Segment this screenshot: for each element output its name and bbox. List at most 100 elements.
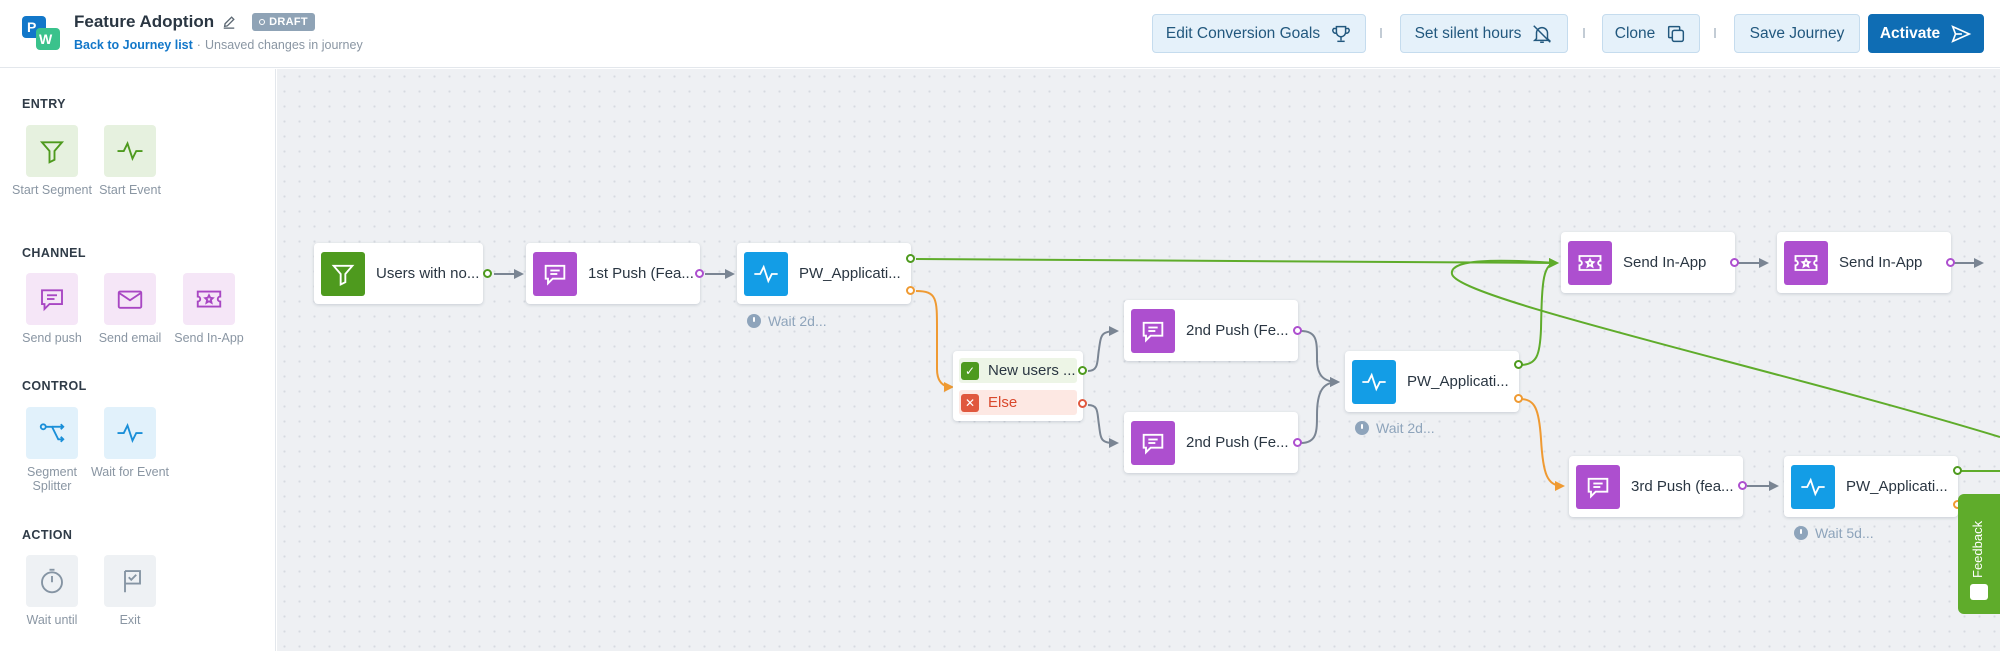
node-push-2b[interactable]: 2nd Push (Fe... [1124, 412, 1298, 473]
node-icon [321, 251, 365, 296]
palette-label: Start Event [99, 183, 161, 197]
node-label: Users with no... [376, 265, 480, 282]
unsaved-status-text: Unsaved changes in journey [204, 38, 363, 52]
output-port[interactable] [483, 269, 492, 278]
node-label: 2nd Push (Fe... [1186, 322, 1289, 339]
pushwoosh-logo: P W [22, 16, 60, 50]
palette-label: Send email [98, 331, 162, 345]
section-control-label: CONTROL [22, 379, 87, 393]
edge-splitter-push2a [1087, 326, 1119, 372]
palette-label: Segment Splitter [26, 465, 78, 493]
output-port-yes[interactable] [1953, 466, 1962, 475]
chat-icon [1142, 321, 1164, 343]
palette-wait-until[interactable]: Wait until [12, 555, 92, 627]
node-wait-event-3[interactable]: PW_Applicati... [1784, 456, 1958, 517]
output-port[interactable] [695, 269, 704, 278]
edge-event1-inapp1 [915, 257, 1559, 268]
output-port[interactable] [1293, 326, 1302, 335]
journey-title[interactable]: Feature Adoption [74, 12, 215, 31]
palette-label: Wait until [26, 613, 78, 627]
exit-flag-icon [124, 570, 141, 593]
header: P W Feature Adoption DRAFT Back to Journ… [0, 0, 2000, 68]
node-label: PW_Applicati... [1407, 373, 1509, 390]
save-journey-label: Save Journey [1749, 24, 1845, 42]
node-icon [1791, 464, 1835, 509]
palette-exit[interactable]: Exit [90, 555, 170, 627]
pulse-icon [117, 423, 143, 443]
copy-icon [1668, 25, 1685, 42]
palette-tile [104, 125, 156, 177]
node-wait-event-1[interactable]: PW_Applicati... [737, 243, 911, 304]
split-icon [39, 423, 65, 443]
splitter-branch-else[interactable]: ✕ Else [959, 390, 1077, 415]
palette-tile [104, 407, 156, 459]
ticket-icon [1578, 254, 1602, 271]
section-channel-label: CHANNEL [22, 246, 86, 260]
output-port[interactable] [1293, 438, 1302, 447]
palette-segment-splitter[interactable]: Segment Splitter [12, 407, 92, 493]
palette-start-event[interactable]: Start Event [90, 125, 170, 197]
edit-pencil-icon[interactable] [222, 15, 236, 29]
chat-icon [41, 289, 63, 312]
output-port[interactable] [1946, 258, 1955, 267]
node-label: 3rd Push (fea... [1631, 478, 1734, 495]
palette-send-push[interactable]: Send push [12, 273, 92, 345]
draft-dot-icon [259, 19, 266, 25]
wait-indicator: Wait 5d... [1794, 525, 1874, 541]
node-label: Send In-App [1839, 254, 1923, 271]
node-segment-splitter[interactable]: ✓ New users ... ✕ Else [953, 351, 1083, 421]
node-send-in-app-1[interactable]: Send In-App [1561, 232, 1735, 293]
back-to-journey-list-link[interactable]: Back to Journey list [74, 38, 193, 52]
node-icon [1576, 464, 1620, 509]
palette-tile [26, 555, 78, 607]
palette-start-segment[interactable]: Start Segment [12, 125, 92, 197]
output-port-else[interactable] [1078, 399, 1087, 408]
output-port-no[interactable] [1514, 394, 1523, 403]
palette-send-email[interactable]: Send email [90, 273, 170, 345]
pulse-icon [1362, 372, 1386, 391]
node-push-2a[interactable]: 2nd Push (Fe... [1124, 300, 1298, 361]
output-port[interactable] [1730, 258, 1739, 267]
clone-button[interactable]: Clone [1602, 14, 1700, 53]
edge-push2a-event2 [1300, 330, 1340, 387]
edge-splitter-push2b [1087, 404, 1119, 448]
node-start-segment[interactable]: Users with no... [314, 243, 483, 304]
palette-send-in-app[interactable]: Send In-App [169, 273, 249, 345]
node-send-in-app-2[interactable]: Send In-App [1777, 232, 1951, 293]
palette-wait-for-event[interactable]: Wait for Event [90, 407, 170, 479]
set-silent-hours-button[interactable]: Set silent hours [1400, 14, 1568, 53]
filter-icon [39, 141, 65, 164]
palette-label: Wait for Event [90, 465, 170, 479]
draft-badge: DRAFT [252, 13, 315, 31]
pulse-icon [754, 264, 778, 283]
node-wait-event-2[interactable]: PW_Applicati... [1345, 351, 1519, 412]
node-push-3[interactable]: 3rd Push (fea... [1569, 456, 1743, 517]
output-port-yes[interactable] [906, 254, 915, 263]
save-journey-button[interactable]: Save Journey [1734, 14, 1860, 53]
cross-icon: ✕ [961, 393, 979, 412]
wait-label: Wait 2d... [768, 313, 827, 329]
palette-label: Send In-App [174, 331, 244, 345]
clock-icon [747, 314, 761, 328]
output-port-match[interactable] [1078, 366, 1087, 375]
splitter-branch-match[interactable]: ✓ New users ... [959, 358, 1077, 383]
edge-event1-splitter [915, 290, 954, 392]
header-divider [1714, 28, 1716, 38]
send-arrow-icon [1951, 24, 1972, 43]
output-port-no[interactable] [906, 286, 915, 295]
palette-label: Send push [22, 331, 82, 345]
node-icon [1131, 308, 1175, 353]
output-port-yes[interactable] [1514, 360, 1523, 369]
mail-icon [117, 290, 143, 309]
feedback-tab[interactable]: Feedback [1958, 494, 2000, 614]
node-push-1[interactable]: 1st Push (Fea... [526, 243, 700, 304]
chat-icon [1587, 477, 1609, 499]
edit-conversion-goals-button[interactable]: Edit Conversion Goals [1152, 14, 1366, 53]
ticket-icon [1794, 254, 1818, 271]
svg-text:W: W [39, 31, 53, 47]
palette-label: Start Segment [12, 183, 92, 197]
node-label: PW_Applicati... [799, 265, 901, 282]
activate-button[interactable]: Activate [1868, 14, 1984, 53]
output-port[interactable] [1738, 481, 1747, 490]
journey-canvas[interactable]: Users with no... 1st Push (Fea... PW_App… [277, 69, 2000, 651]
